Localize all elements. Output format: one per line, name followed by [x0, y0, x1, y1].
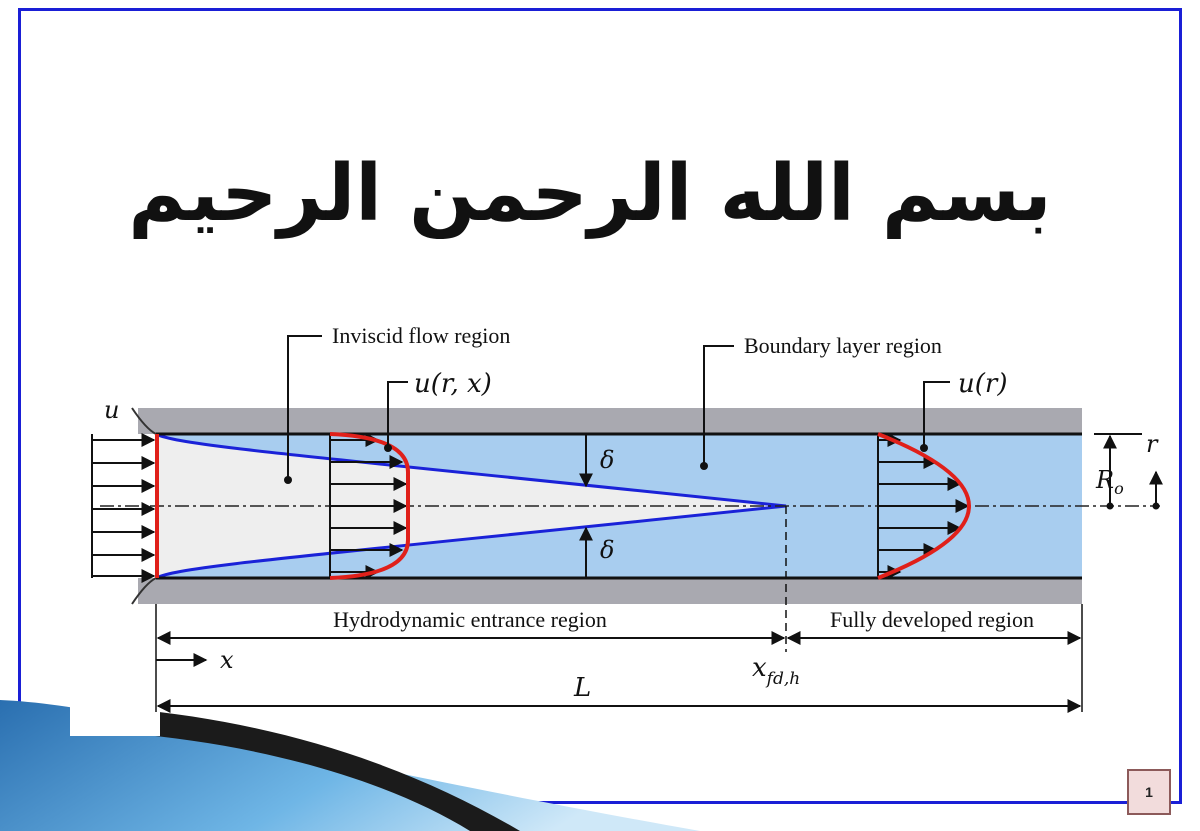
boundary-leader [703, 345, 734, 466]
boundary-leader-dot [700, 462, 708, 470]
delta-bottom-label: δ [600, 536, 614, 564]
top-wall [138, 408, 1082, 434]
bismillah-calligraphy: بسم الله الرحمن الرحيم [128, 149, 1051, 239]
delta-top-label: δ [600, 446, 614, 474]
inlet-velocity-arrows [92, 433, 156, 583]
boundary-layer-edge-top [155, 432, 787, 508]
page-number: 1 [1145, 784, 1153, 800]
r-label: r [1146, 430, 1159, 458]
length-label: L [573, 673, 591, 703]
bottom-wall [138, 578, 1082, 604]
developed-profile-curve [877, 432, 971, 580]
u-r-leader [923, 381, 950, 446]
entrance-region-label: Hydrodynamic entrance region [333, 607, 607, 632]
developed-profile-arrows [878, 433, 970, 579]
u-rx-label: u(r, x) [414, 369, 492, 399]
R-o-label: Ro [1095, 466, 1124, 498]
u-rx-leader [387, 381, 408, 446]
inviscid-leader [287, 335, 322, 478]
inviscid-flow-label: Inviscid flow region [332, 323, 510, 348]
x-label: x [220, 646, 234, 674]
u-r-label: u(r) [958, 369, 1007, 399]
xfd-label: xfd,h [752, 653, 800, 689]
slide-frame [18, 8, 1182, 804]
inlet-lip-top [131, 407, 157, 435]
boundary-layer-label: Boundary layer region [744, 333, 942, 358]
swoosh-dark-stroke [70, 705, 520, 831]
page-number-box: 1 [1127, 769, 1171, 815]
swoosh-white-cut [70, 700, 160, 736]
r-origin-dot [1152, 502, 1160, 510]
developing-profile-curve [329, 432, 410, 580]
centerline-dot [1106, 502, 1114, 510]
u-rx-leader-dot [384, 444, 392, 452]
inlet-velocity-label: u [104, 396, 119, 424]
boundary-layer-edge-bottom [155, 504, 787, 580]
inviscid-leader-dot [284, 476, 292, 484]
developed-region-label: Fully developed region [830, 607, 1034, 632]
u-r-leader-dot [920, 444, 928, 452]
